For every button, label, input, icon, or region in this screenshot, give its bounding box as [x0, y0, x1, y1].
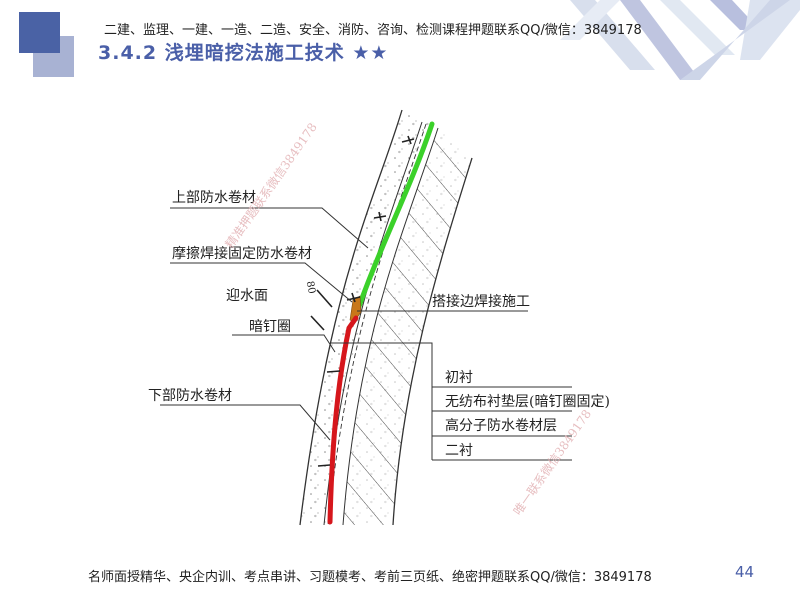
layer-nonwoven-cushion: 无纺布衬垫层(暗钉圈固定) — [445, 394, 610, 410]
label-hidden-nail-ring: 暗钉圈 — [249, 319, 291, 335]
label-lap-weld: 搭接边焊接施工 — [432, 294, 530, 310]
layer-primary-lining: 初衬 — [445, 370, 473, 386]
label-lower-membrane: 下部防水卷材 — [148, 388, 232, 404]
page-number: 44 — [735, 563, 755, 581]
primary-lining — [300, 110, 430, 525]
label-water-face: 迎水面 — [226, 288, 268, 304]
upper-membrane-green — [352, 121, 435, 321]
decor-square-dark — [19, 12, 60, 53]
footer-ad-text: 名师面授精华、央企内训、考点串讲、习题模考、考前三页纸、绝密押题联系QQ/微信：… — [88, 570, 652, 585]
decor-chevrons — [560, 0, 800, 80]
label-friction-weld: 摩擦焊接固定防水卷材 — [172, 246, 312, 262]
label-upper-membrane: 上部防水卷材 — [172, 190, 256, 206]
layer-polymer-membrane: 高分子防水卷材层 — [445, 418, 557, 434]
header-ad-text: 二建、监理、一建、一造、二造、安全、消防、咨询、检测课程押题联系QQ/微信：38… — [104, 23, 642, 38]
layer-secondary-lining: 二衬 — [445, 443, 473, 459]
page-title: 3.4.2 浅埋暗挖法施工技术 ★★ — [98, 42, 389, 64]
lower-membrane-red — [327, 315, 359, 525]
label-dimension-80: 80 — [303, 280, 317, 295]
